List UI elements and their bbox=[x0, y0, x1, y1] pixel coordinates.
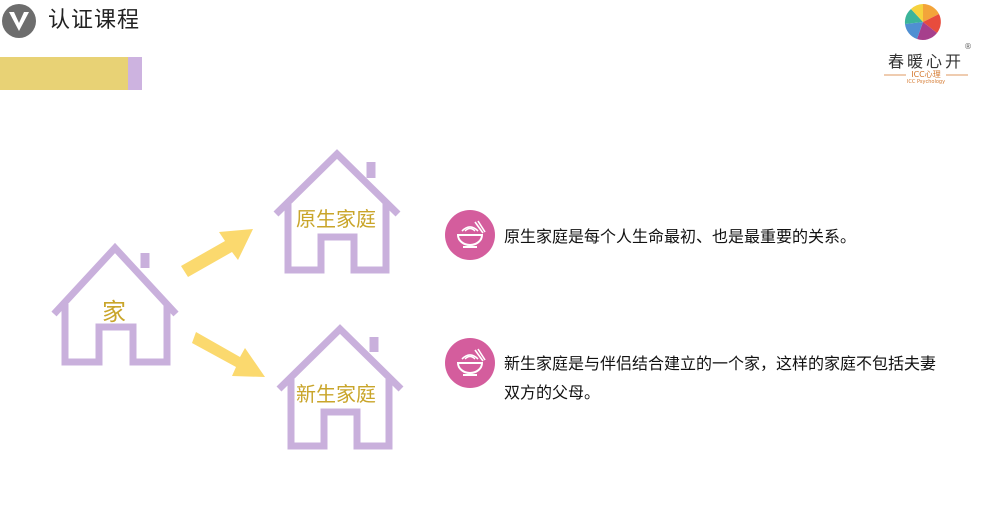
v-logo-icon bbox=[2, 4, 36, 38]
house-new bbox=[276, 324, 404, 450]
title-bar-accent bbox=[128, 57, 142, 90]
house-origin bbox=[273, 149, 401, 274]
arrow-to-origin bbox=[181, 229, 253, 277]
registered-mark: ® bbox=[964, 42, 972, 51]
brand-lines bbox=[884, 74, 968, 76]
bowl-icon bbox=[445, 210, 495, 260]
house-new-label: 新生家庭 bbox=[296, 382, 376, 406]
bowl-icon bbox=[445, 338, 495, 388]
brand-name: 春暖心开 bbox=[887, 52, 964, 71]
arrow-to-new bbox=[192, 332, 265, 377]
house-origin-label: 原生家庭 bbox=[296, 207, 376, 231]
brand-subtitle: ICC心理 bbox=[911, 70, 941, 79]
title-bar bbox=[0, 57, 128, 90]
description-new: 新生家庭是与伴侣结合建立的一个家，这样的家庭不包括夫妻双方的父母。 bbox=[504, 354, 937, 402]
page-title: 认证课程 bbox=[48, 8, 141, 33]
brand-ball-icon bbox=[904, 4, 941, 40]
house-main-label: 家 bbox=[102, 298, 126, 326]
brand-logo bbox=[878, 0, 981, 95]
brand-subtitle-en: ICC Psychology bbox=[906, 79, 946, 85]
description-origin: 原生家庭是每个人生命最初、也是最重要的关系。 bbox=[504, 227, 857, 246]
house-main bbox=[51, 242, 179, 366]
